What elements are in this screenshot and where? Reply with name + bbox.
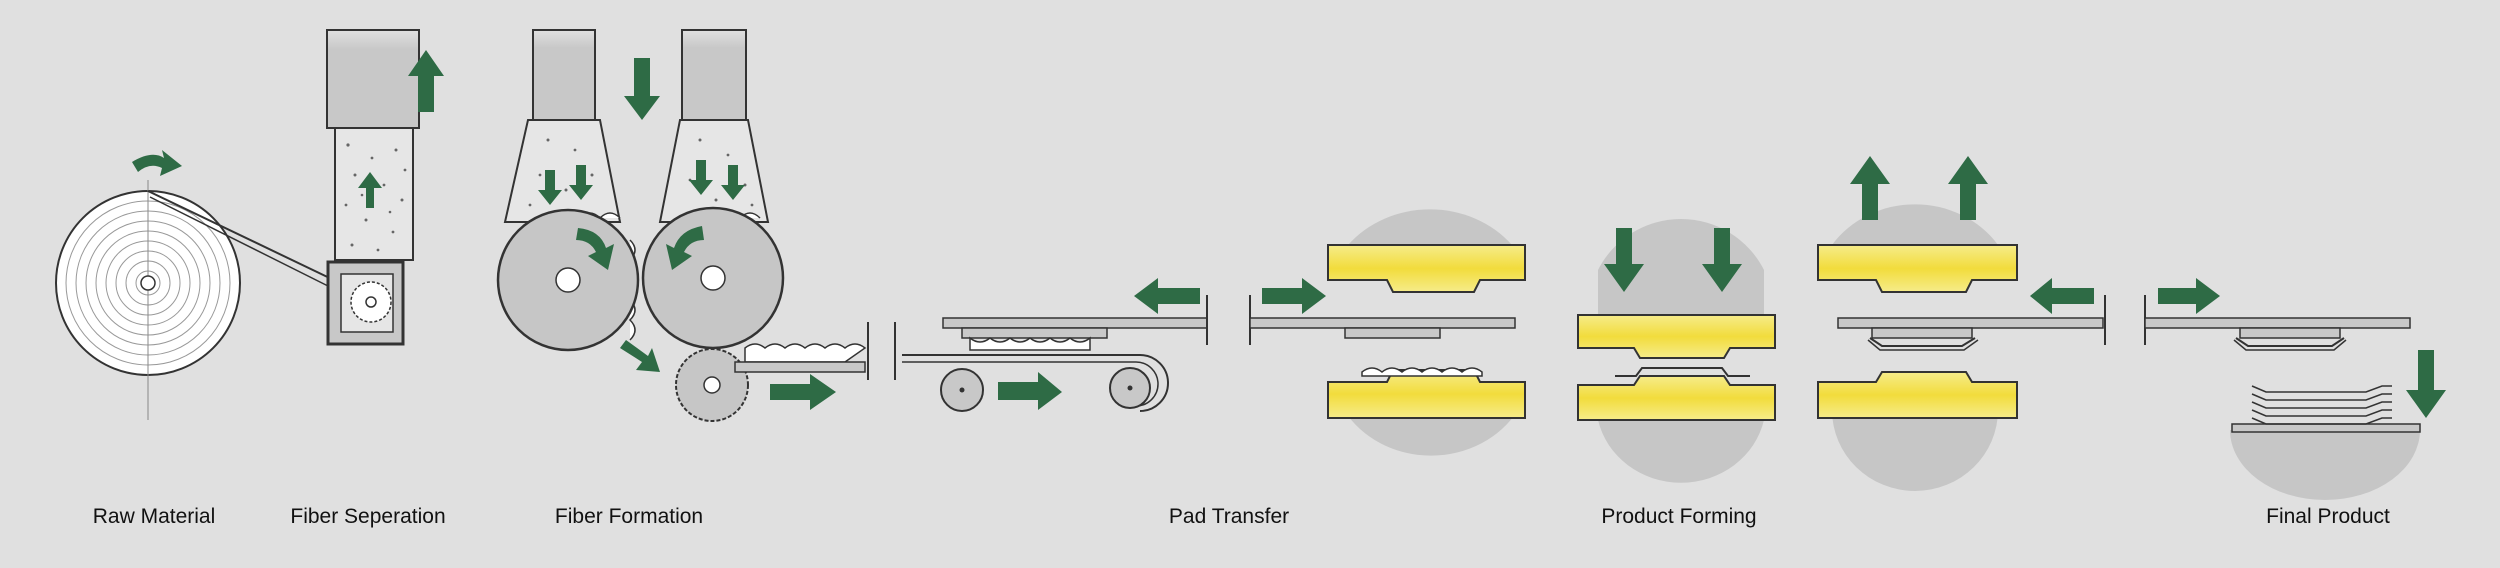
flow-arrow-icon: [620, 340, 660, 372]
stage-label-pad-transfer: Pad Transfer: [1168, 505, 1290, 528]
rotation-arrow-icon: [132, 150, 182, 176]
rotation-arrow-icon: [576, 228, 614, 270]
stage-label-final-product: Final Product: [2266, 505, 2390, 528]
pad-transfer-unit: [867, 295, 1516, 412]
flow-arrow-icon: [1850, 156, 1890, 220]
raw-material-roll: [55, 180, 341, 420]
flow-arrow-icon: [2158, 278, 2220, 314]
flow-arrow-icon: [1134, 278, 1200, 314]
rotation-arrow-icon: [666, 226, 704, 270]
flow-arrow-icon: [1262, 278, 1326, 314]
fiber-separation-unit: [326, 29, 420, 346]
flow-arrow-icon: [1948, 156, 1988, 220]
flow-arrow-icon: [358, 172, 382, 208]
flow-arrow-icon: [1604, 228, 1644, 292]
stage-label-raw-material: Raw Material: [92, 505, 216, 528]
forming-press-open: [1327, 209, 1526, 456]
flow-arrow-icon: [770, 374, 836, 410]
flow-arrow-icon: [624, 58, 660, 120]
forming-press-opening: [1817, 204, 2106, 491]
flow-arrow-icon: [998, 372, 1062, 410]
flow-arrow-icon: [2030, 278, 2094, 314]
forming-press-closing: [1577, 218, 1776, 483]
flow-arrow-icon: [2406, 350, 2446, 418]
stage-label-product-forming: Product Forming: [1601, 505, 1757, 528]
flow-arrow-icon: [408, 50, 444, 112]
fiber-formation-unit: [496, 29, 867, 422]
stage-label-fiber-separation: Fiber Seperation: [290, 505, 446, 528]
flow-arrow-icon: [1702, 228, 1742, 292]
flow-arrow-icon: [689, 160, 713, 195]
flow-arrow-icon: [569, 165, 593, 200]
flow-arrow-icon: [721, 165, 745, 200]
stage-label-fiber-formation: Fiber Formation: [554, 505, 704, 528]
flow-arrow-icon: [538, 170, 562, 205]
final-product-stack: [2144, 295, 2421, 500]
